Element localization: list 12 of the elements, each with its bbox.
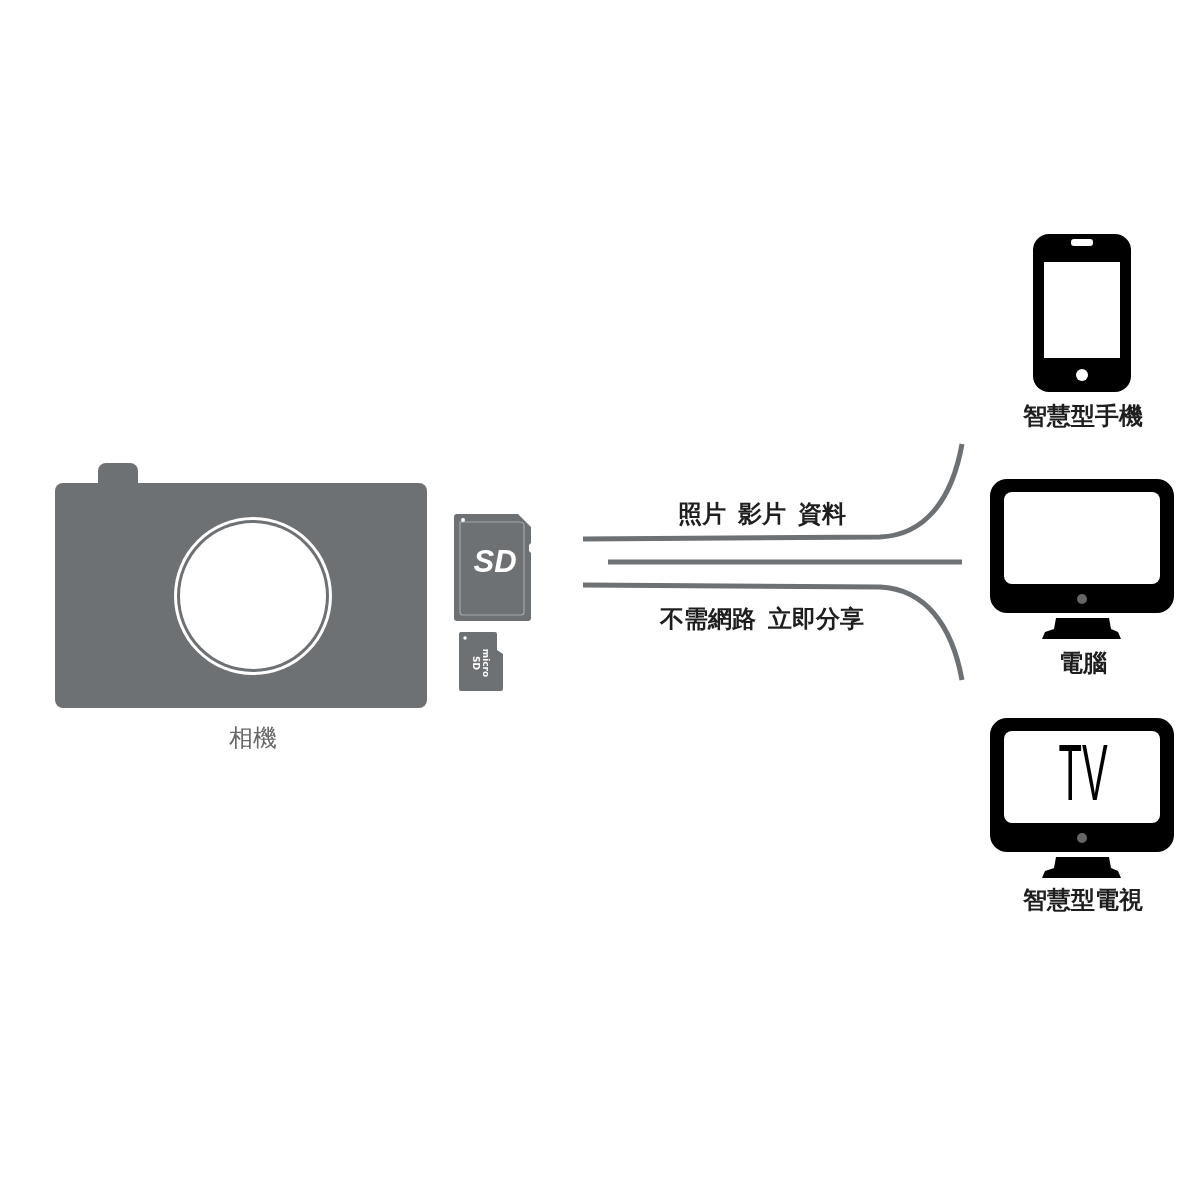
connector-line: [608, 559, 962, 565]
edge-label: 照片 影片 資料: [677, 499, 847, 529]
device-label: 智慧型電視: [1023, 885, 1143, 915]
device-label: 相機: [229, 723, 277, 753]
connector-line: [583, 443, 965, 542]
device-label: 智慧型手機: [1023, 401, 1143, 431]
device-label: 電腦: [1059, 648, 1107, 678]
card-label: micro SD: [471, 647, 491, 680]
edge-label: 不需網路 立即分享: [659, 604, 865, 634]
connector-line: [583, 582, 965, 681]
card-label: SD: [473, 543, 517, 581]
screen-text: TV: [1058, 733, 1108, 813]
